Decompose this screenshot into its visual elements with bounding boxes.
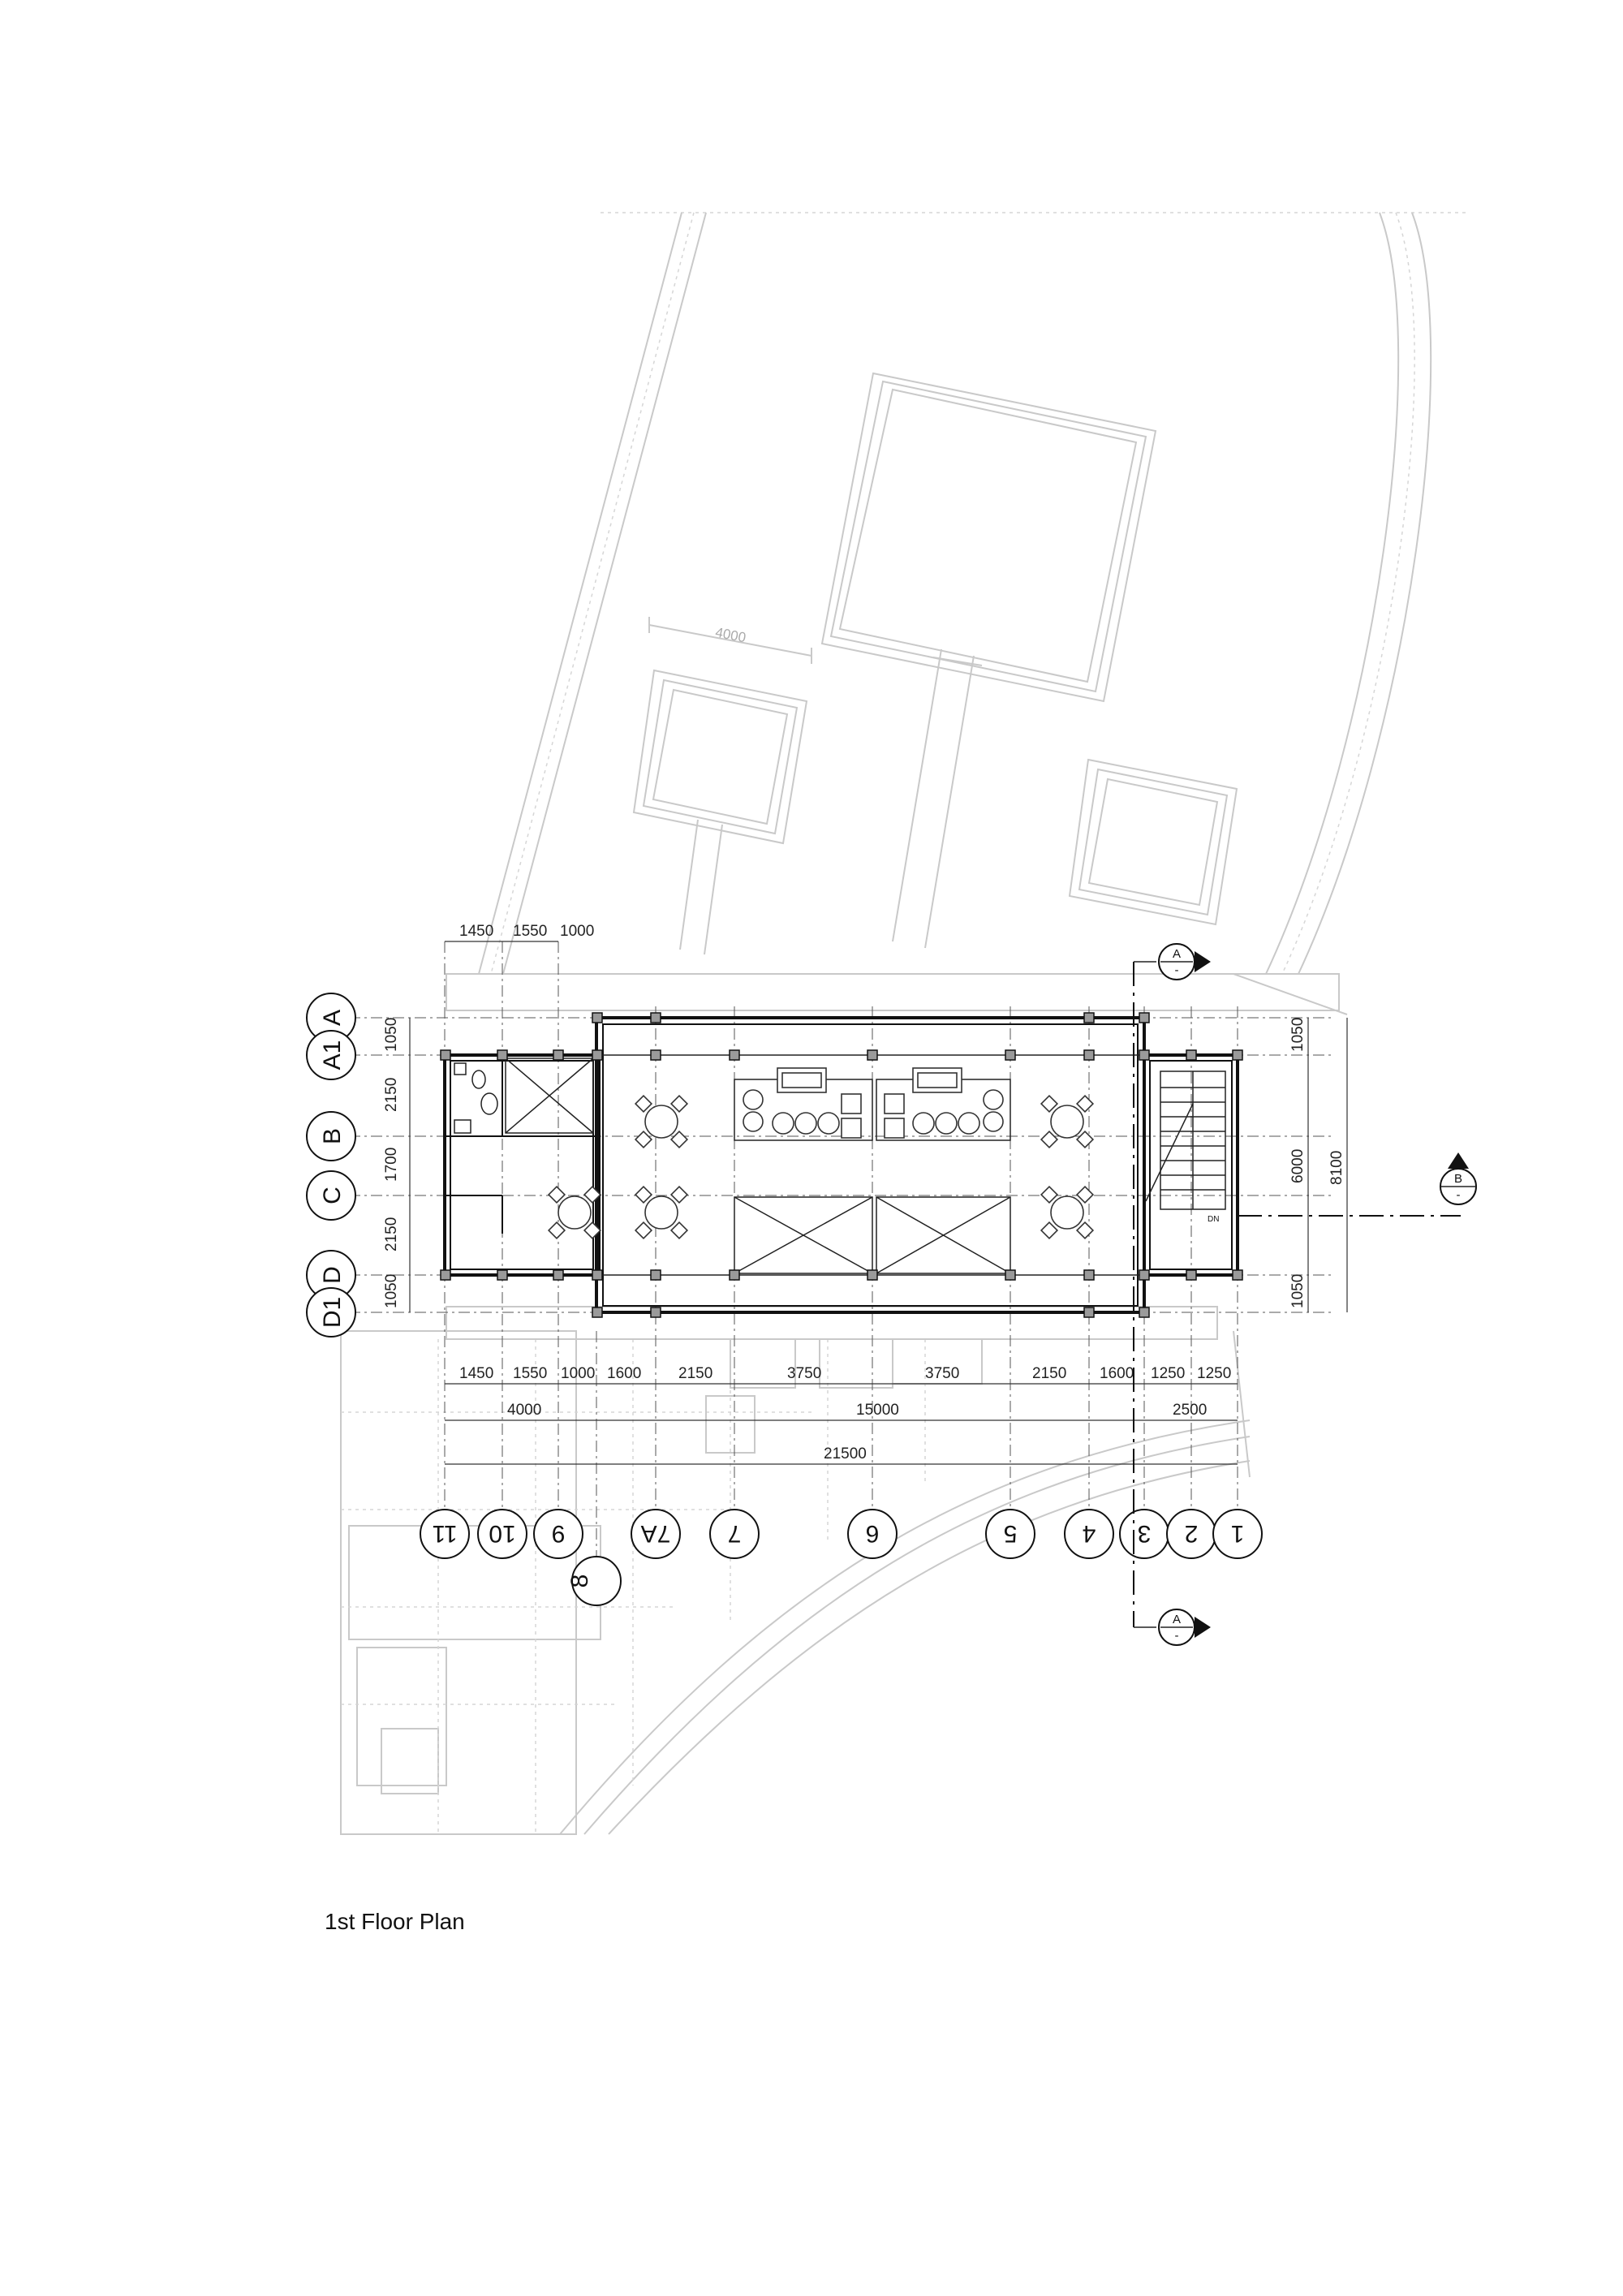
grid-lines	[349, 941, 1331, 1562]
dim-total: 21500	[824, 1445, 867, 1462]
site-dimension: 4000	[648, 617, 812, 664]
round-table-set	[634, 1185, 689, 1240]
dim-right-total: 8100	[1328, 1151, 1345, 1185]
section-a-top: A -	[1134, 943, 1211, 980]
grid-bubbles-columns: 11 10 9 8 7A 7 6 5 4 3 2 1	[420, 1509, 1263, 1606]
dimensions: 1450 1550 1000 1450 1550 1000 1600 2150 …	[383, 923, 1348, 1465]
section-a-top-label: A	[1173, 947, 1181, 961]
stair: DN	[1145, 1070, 1226, 1224]
dim-b1-8: 2150	[1032, 1365, 1066, 1382]
dining-tables	[547, 1094, 1095, 1240]
dim-b1-9: 1600	[1100, 1365, 1134, 1382]
grid-bubbles-rows: A A1 B C D D1	[306, 993, 356, 1338]
furniture	[547, 1067, 1095, 1240]
plan-title: 1st Floor Plan	[325, 1909, 465, 1934]
grid-col-1: 1	[1231, 1520, 1245, 1547]
grid-col-3: 3	[1138, 1520, 1152, 1547]
dim-b1-2: 1550	[513, 1365, 547, 1382]
stair-label: DN	[1208, 1215, 1219, 1224]
dim-b1-1: 1450	[459, 1365, 493, 1382]
dim-b2-2: 15000	[856, 1402, 899, 1419]
grid-row-c: C	[319, 1187, 346, 1204]
columns	[440, 1012, 1243, 1318]
dim-left-2: 2150	[383, 1078, 400, 1112]
dim-right-small-1: 1050	[1289, 1018, 1307, 1052]
section-b-label: B	[1454, 1172, 1462, 1186]
grid-row-d1: D1	[319, 1297, 346, 1328]
grid-col-7a: 7A	[641, 1520, 671, 1547]
dim-top-2: 1550	[513, 923, 547, 940]
grid-col-10: 10	[489, 1520, 515, 1547]
grid-row-b: B	[319, 1128, 346, 1144]
pavilion-small-right	[1068, 758, 1238, 926]
grid-row-a: A	[319, 1010, 346, 1026]
pavilion-large	[820, 372, 1157, 949]
dim-b1-6: 3750	[787, 1365, 821, 1382]
section-b: B -	[1440, 1152, 1477, 1205]
dim-b1-3: 1000	[561, 1365, 595, 1382]
section-a-bottom: A -	[1134, 1609, 1211, 1646]
section-markers: A - A - B -	[1133, 943, 1477, 1646]
round-table-set	[1040, 1094, 1095, 1149]
round-table-set	[1040, 1185, 1095, 1240]
dim-left-3: 1700	[383, 1148, 400, 1182]
round-table-set	[634, 1094, 689, 1149]
dim-right-small-2: 1050	[1289, 1274, 1307, 1308]
round-table-set	[547, 1185, 602, 1240]
grid-col-6: 6	[866, 1520, 880, 1547]
dim-top-3: 1000	[560, 923, 594, 940]
dim-right-mid: 6000	[1289, 1149, 1307, 1183]
dim-left-1: 1050	[383, 1018, 400, 1052]
dim-b1-4: 1600	[607, 1365, 641, 1382]
grid-col-11: 11	[432, 1520, 457, 1547]
grid-col-8: 8	[566, 1574, 593, 1588]
dim-top-1: 1450	[459, 923, 493, 940]
grid-col-5: 5	[1004, 1520, 1018, 1547]
section-a-bottom-label: A	[1173, 1613, 1181, 1626]
section-a-top-sub: -	[1175, 963, 1179, 977]
grid-col-4: 4	[1083, 1520, 1096, 1547]
grid-col-2: 2	[1185, 1520, 1199, 1547]
building: DN	[443, 1016, 1239, 1314]
site-dimension-text: 4000	[714, 624, 747, 645]
grid-col-9: 9	[552, 1520, 566, 1547]
dim-b2-1: 4000	[507, 1402, 541, 1419]
dim-left-5: 1050	[383, 1274, 400, 1308]
dim-b1-5: 2150	[678, 1365, 712, 1382]
dim-b1-10: 1250	[1151, 1365, 1185, 1382]
plaza	[340, 1330, 1251, 1835]
section-b-sub: -	[1457, 1188, 1461, 1202]
section-a-bottom-sub: -	[1175, 1629, 1179, 1643]
dim-b1-11: 1250	[1197, 1365, 1231, 1382]
dim-b2-3: 2500	[1173, 1402, 1207, 1419]
pavilion-small-left	[632, 669, 808, 955]
grid-row-d: D	[319, 1266, 346, 1284]
grid-row-a1: A1	[319, 1040, 346, 1070]
grid-col-7: 7	[728, 1520, 742, 1547]
dim-left-4: 2150	[383, 1217, 400, 1251]
dim-b1-7: 3750	[925, 1365, 959, 1382]
